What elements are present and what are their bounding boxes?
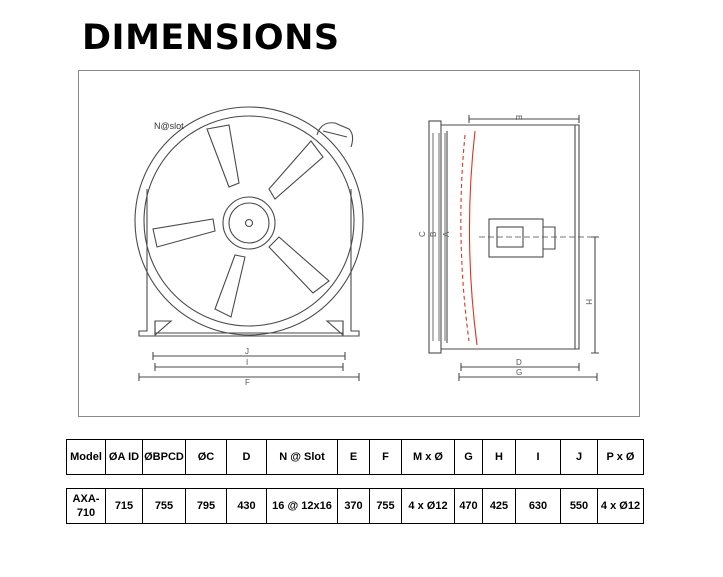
header-cell: ØBPCD — [142, 439, 186, 475]
spec-table-header: Model ØA ID ØBPCD ØC D N @ Slot E F M x … — [66, 439, 644, 475]
dim-line-e — [468, 115, 580, 123]
dim-label-e: E — [514, 115, 523, 120]
housing-outer-ring — [134, 106, 364, 336]
hub-outer — [222, 196, 276, 250]
table-row: AXA-710 715 755 795 430 16 @ 12x16 370 7… — [66, 488, 644, 524]
dim-label-h: H — [584, 299, 593, 305]
header-cell: G — [454, 439, 483, 475]
page-title: DIMENSIONS — [82, 18, 340, 58]
value-cell: 550 — [560, 488, 598, 524]
header-cell: P x Ø — [597, 439, 644, 475]
drawing-svg: N@slot J I F — [134, 106, 599, 387]
front-view — [134, 106, 364, 381]
value-cell: 470 — [454, 488, 483, 524]
technical-drawing: N@slot J I F — [78, 70, 640, 417]
value-cell: 425 — [482, 488, 516, 524]
hub-inner — [228, 202, 270, 244]
hub-center — [244, 218, 254, 228]
dim-label-i: I — [246, 358, 248, 367]
header-cell: ØC — [185, 439, 227, 475]
header-cell: E — [337, 439, 370, 475]
value-cell: 755 — [369, 488, 402, 524]
dim-line-i — [154, 363, 344, 371]
header-cell: ØA ID — [105, 439, 143, 475]
dim-label-c: C — [418, 231, 427, 237]
value-cell: 630 — [515, 488, 561, 524]
blade-3 — [268, 236, 330, 294]
value-cell: 4 x Ø12 — [401, 488, 455, 524]
dim-line-f — [138, 373, 360, 381]
value-cell: 795 — [185, 488, 227, 524]
header-cell: F — [369, 439, 402, 475]
stand-gusset-right — [325, 320, 344, 337]
blade-1 — [206, 124, 240, 188]
dim-line-d — [460, 363, 580, 371]
header-cell: D — [226, 439, 267, 475]
header-cell: J — [560, 439, 598, 475]
motor-body — [488, 218, 544, 258]
header-cell: I — [515, 439, 561, 475]
dim-label-g: G — [516, 368, 522, 377]
value-cell: AXA-710 — [66, 488, 106, 524]
dim-label-d: D — [516, 358, 522, 367]
stand-frame — [138, 189, 360, 337]
header-cell: H — [482, 439, 516, 475]
dim-line-j — [152, 352, 346, 360]
stand-gusset-left — [154, 320, 173, 337]
blade-arc — [460, 130, 478, 346]
dim-label-f: F — [245, 378, 250, 387]
header-cell: Model — [66, 439, 106, 475]
blade-5 — [152, 218, 216, 248]
value-cell: 755 — [142, 488, 186, 524]
value-cell: 430 — [226, 488, 267, 524]
terminal-box — [316, 122, 354, 148]
inlet-flange — [428, 120, 442, 354]
value-cell: 16 @ 12x16 — [266, 488, 338, 524]
value-cell: 4 x Ø12 — [597, 488, 644, 524]
header-cell: N @ Slot — [266, 439, 338, 475]
dim-line-h — [591, 236, 599, 354]
dim-label-b: B — [429, 232, 438, 237]
value-cell: 370 — [337, 488, 370, 524]
spec-table-values: AXA-710 715 755 795 430 16 @ 12x16 370 7… — [66, 488, 644, 524]
dim-label-j: J — [245, 347, 249, 356]
slot-label: N@slot — [154, 121, 184, 131]
blade-4 — [214, 254, 246, 318]
blade-2 — [268, 140, 324, 200]
value-cell: 715 — [105, 488, 143, 524]
dim-line-g — [458, 373, 598, 381]
header-cell: M x Ø — [401, 439, 455, 475]
housing-inner-ring — [143, 115, 355, 327]
dim-label-a: A — [442, 231, 451, 237]
side-view — [428, 115, 599, 381]
